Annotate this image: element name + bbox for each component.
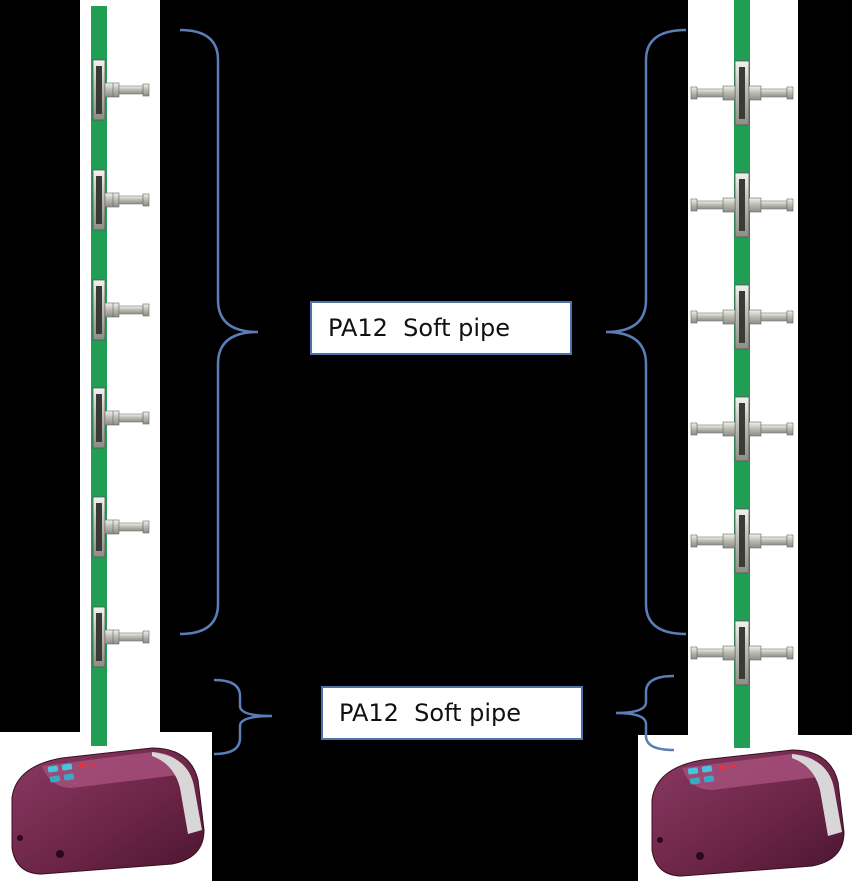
pipe-fitting-icon <box>690 620 794 686</box>
pipe-fitting-icon <box>690 396 794 462</box>
right-upper-brace <box>605 28 687 636</box>
upper-pipe-label: PA12 Soft pipe <box>310 301 572 355</box>
right-lower-brace <box>615 674 675 752</box>
left-lower-brace <box>213 678 273 756</box>
left-upper-brace <box>179 28 259 636</box>
pipe-fitting-icon <box>92 279 150 341</box>
pipe-fitting-icon <box>92 606 150 668</box>
pipe-fitting-icon <box>690 172 794 238</box>
pipe-fitting-icon <box>92 387 150 449</box>
sampling-device-icon <box>651 749 845 877</box>
sampling-device-icon <box>11 747 205 875</box>
pipe-fitting-icon <box>92 169 150 231</box>
pipe-fitting-icon <box>92 496 150 558</box>
pipe-fitting-icon <box>92 59 150 121</box>
pipe-fitting-icon <box>690 284 794 350</box>
pipe-fitting-icon <box>690 508 794 574</box>
pipe-fitting-icon <box>690 60 794 126</box>
lower-pipe-label: PA12 Soft pipe <box>321 686 583 740</box>
